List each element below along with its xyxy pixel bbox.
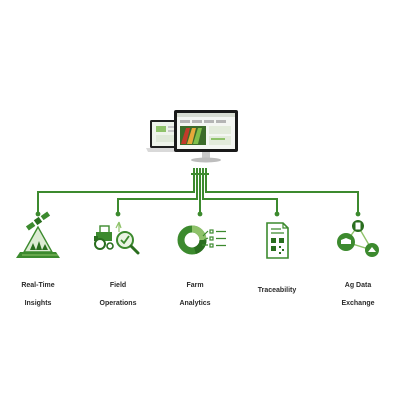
connector-traceability	[202, 168, 278, 214]
tractor-magnifier-icon	[94, 221, 140, 255]
computer-monitors-icon	[146, 110, 238, 163]
connector-real-time-insights	[37, 168, 195, 214]
connector-lines	[37, 168, 359, 214]
connector-ag-data-exchange	[205, 168, 359, 214]
label-field-operations: Field Operations	[99, 282, 137, 307]
connector-field-operations	[117, 168, 198, 214]
network-exchange-icon	[337, 220, 379, 257]
donut-chart-icon	[177, 225, 226, 255]
label-farm-analytics: Farm Analytics	[179, 282, 211, 307]
label-traceability: Traceability	[257, 287, 297, 294]
satellite-field-icon	[16, 211, 60, 258]
label-real-time-insights: Real-Time Insights	[21, 282, 55, 307]
label-ag-data-exchange: Ag Data Exchange	[341, 282, 375, 307]
qr-document-icon	[266, 222, 289, 259]
